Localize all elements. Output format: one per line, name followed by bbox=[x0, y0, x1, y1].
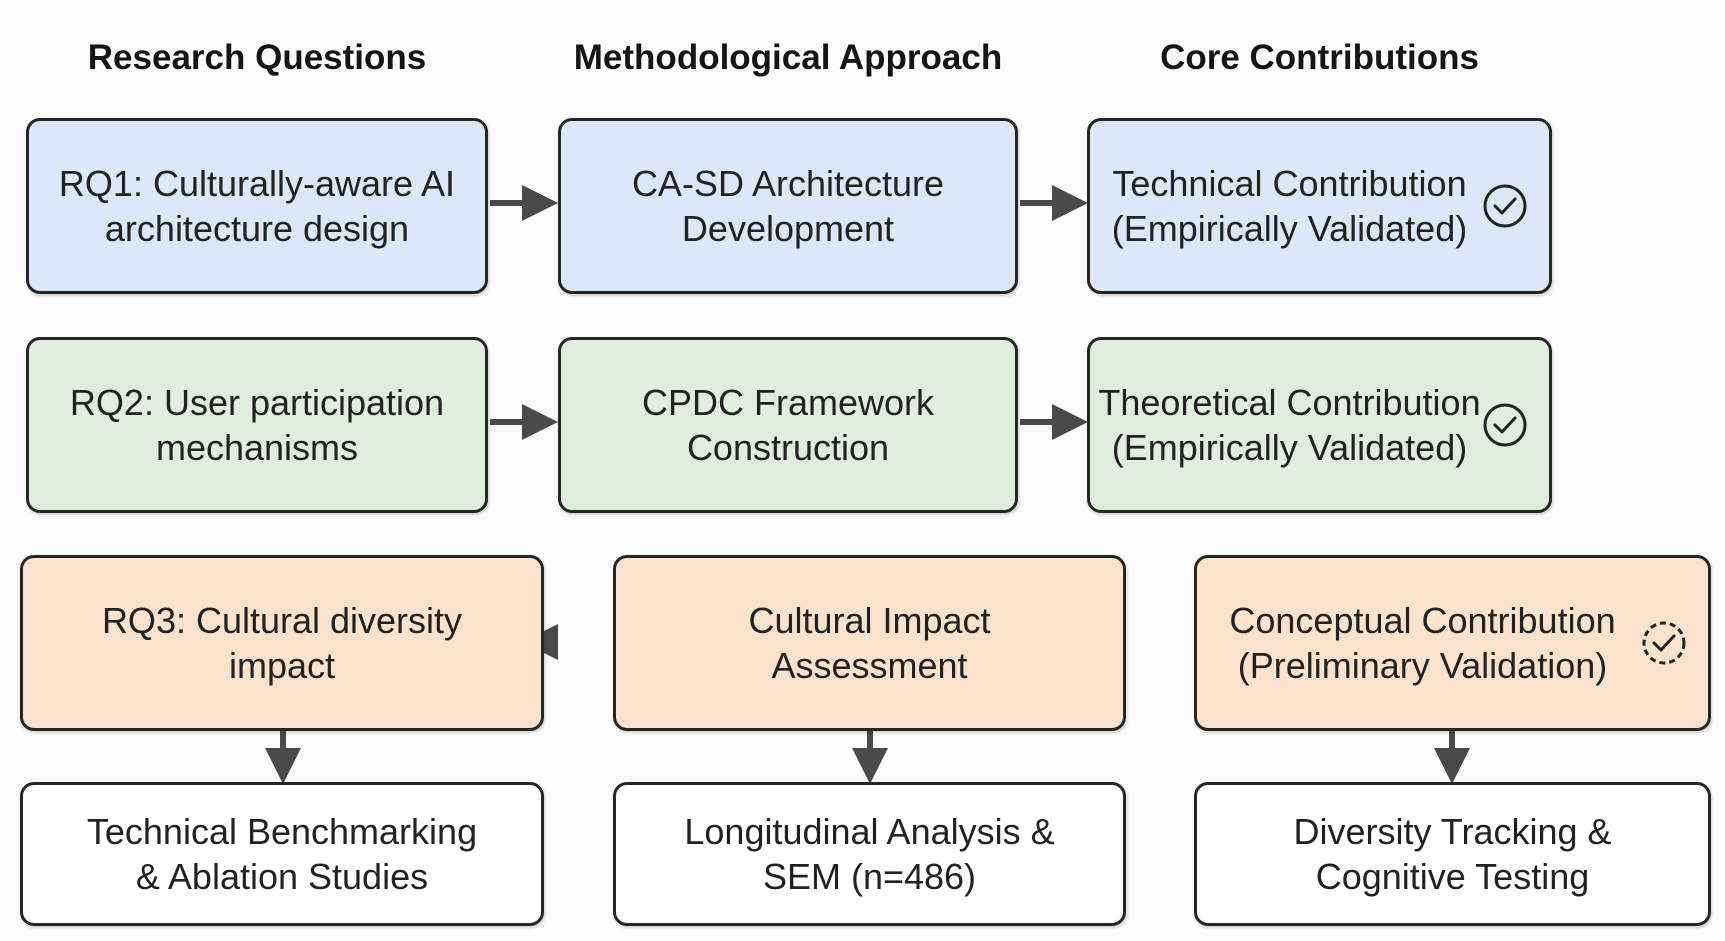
contribution1-box: Technical Contribution (Empirically Vali… bbox=[1087, 118, 1552, 294]
header-research-questions: Research Questions bbox=[87, 38, 427, 77]
rq1-box: RQ1: Culturally-aware AI architecture de… bbox=[26, 118, 488, 294]
method2-box: CPDC Framework Construction bbox=[558, 337, 1018, 513]
contribution2-label: Theoretical Contribution (Empirically Va… bbox=[1098, 382, 1481, 468]
rq2-label: RQ2: User participation mechanisms bbox=[69, 382, 445, 468]
method2-label: CPDC Framework Construction bbox=[641, 382, 935, 468]
method3-box: Cultural Impact Assessment bbox=[613, 555, 1126, 731]
evaluation1-label: Technical Benchmarking & Ablation Studie… bbox=[86, 811, 478, 897]
check-circle-icon bbox=[1483, 403, 1527, 447]
dashed-check-circle-icon bbox=[1642, 621, 1686, 665]
rq3-label: RQ3: Cultural diversity impact bbox=[101, 600, 463, 686]
contribution3-box: Conceptual Contribution (Preliminary Val… bbox=[1194, 555, 1711, 731]
method3-label: Cultural Impact Assessment bbox=[748, 600, 991, 686]
rq1-label: RQ1: Culturally-aware AI architecture de… bbox=[58, 163, 456, 249]
check-circle-icon bbox=[1483, 184, 1527, 228]
rq3-box: RQ3: Cultural diversity impact bbox=[20, 555, 544, 731]
evaluation3-box: Diversity Tracking & Cognitive Testing bbox=[1194, 782, 1711, 926]
evaluation3-label: Diversity Tracking & Cognitive Testing bbox=[1293, 811, 1612, 897]
contribution2-box: Theoretical Contribution (Empirically Va… bbox=[1087, 337, 1552, 513]
method1-box: CA-SD Architecture Development bbox=[558, 118, 1018, 294]
contribution1-label: Technical Contribution (Empirically Vali… bbox=[1111, 163, 1468, 249]
method1-label: CA-SD Architecture Development bbox=[631, 163, 945, 249]
evaluation2-label: Longitudinal Analysis & SEM (n=486) bbox=[684, 811, 1055, 897]
header-core-contributions: Core Contributions bbox=[1160, 38, 1479, 77]
header-methodological-approach: Methodological Approach bbox=[573, 38, 1003, 77]
contribution3-label: Conceptual Contribution (Preliminary Val… bbox=[1229, 600, 1616, 686]
rq2-box: RQ2: User participation mechanisms bbox=[26, 337, 488, 513]
evaluation2-box: Longitudinal Analysis & SEM (n=486) bbox=[613, 782, 1126, 926]
evaluation1-box: Technical Benchmarking & Ablation Studie… bbox=[20, 782, 544, 926]
